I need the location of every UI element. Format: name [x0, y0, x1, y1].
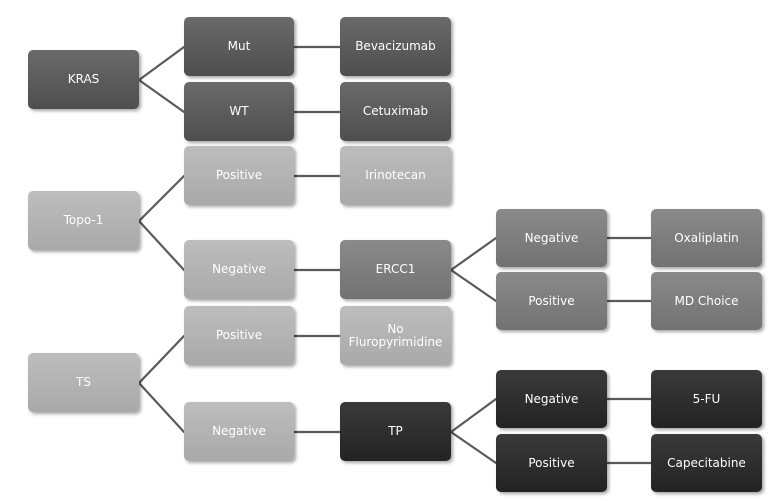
node-ercc1: ERCC1	[340, 240, 451, 299]
connector-tp-negative	[449, 397, 498, 434]
connector-ts-negative	[137, 381, 186, 434]
node-ts-negative: Negative	[184, 402, 294, 461]
node-ercc1-positive: Positive	[496, 272, 607, 330]
connector-topo1-negative	[137, 219, 186, 272]
node-tp-negative: Negative	[496, 370, 607, 428]
node-ercc1-negative: Negative	[496, 209, 607, 267]
node-topo1: Topo-1	[28, 191, 139, 250]
node-bevacizumab: Bevacizumab	[340, 17, 451, 76]
node-ts-positive: Positive	[184, 306, 294, 365]
node-oxaliplatin: Oxaliplatin	[651, 209, 762, 267]
connector-ts-positive	[137, 334, 186, 385]
node-kras: KRAS	[28, 50, 139, 109]
node-topo1-positive: Positive	[184, 146, 294, 205]
connector-ercc1-positive	[449, 268, 498, 303]
connector-kras-wt	[137, 78, 186, 114]
node-topo1-negative: Negative	[184, 240, 294, 299]
node-kras-wt: WT	[184, 82, 294, 141]
node-5fu: 5-FU	[651, 370, 762, 428]
node-cetuximab: Cetuximab	[340, 82, 451, 141]
node-capecitabine: Capecitabine	[651, 434, 762, 492]
connector-topo1-positive	[137, 174, 186, 223]
connector-kras-mut	[137, 45, 186, 82]
connector-tp-positive	[449, 430, 498, 465]
node-no-fluropyrimidine: No Fluropyrimidine	[340, 306, 451, 365]
node-irinotecan: Irinotecan	[340, 146, 451, 205]
node-kras-mut: Mut	[184, 17, 294, 76]
node-tp: TP	[340, 402, 451, 461]
node-md-choice: MD Choice	[651, 272, 762, 330]
node-ts: TS	[28, 353, 139, 412]
node-tp-positive: Positive	[496, 434, 607, 492]
connector-ercc1-negative	[449, 236, 498, 272]
